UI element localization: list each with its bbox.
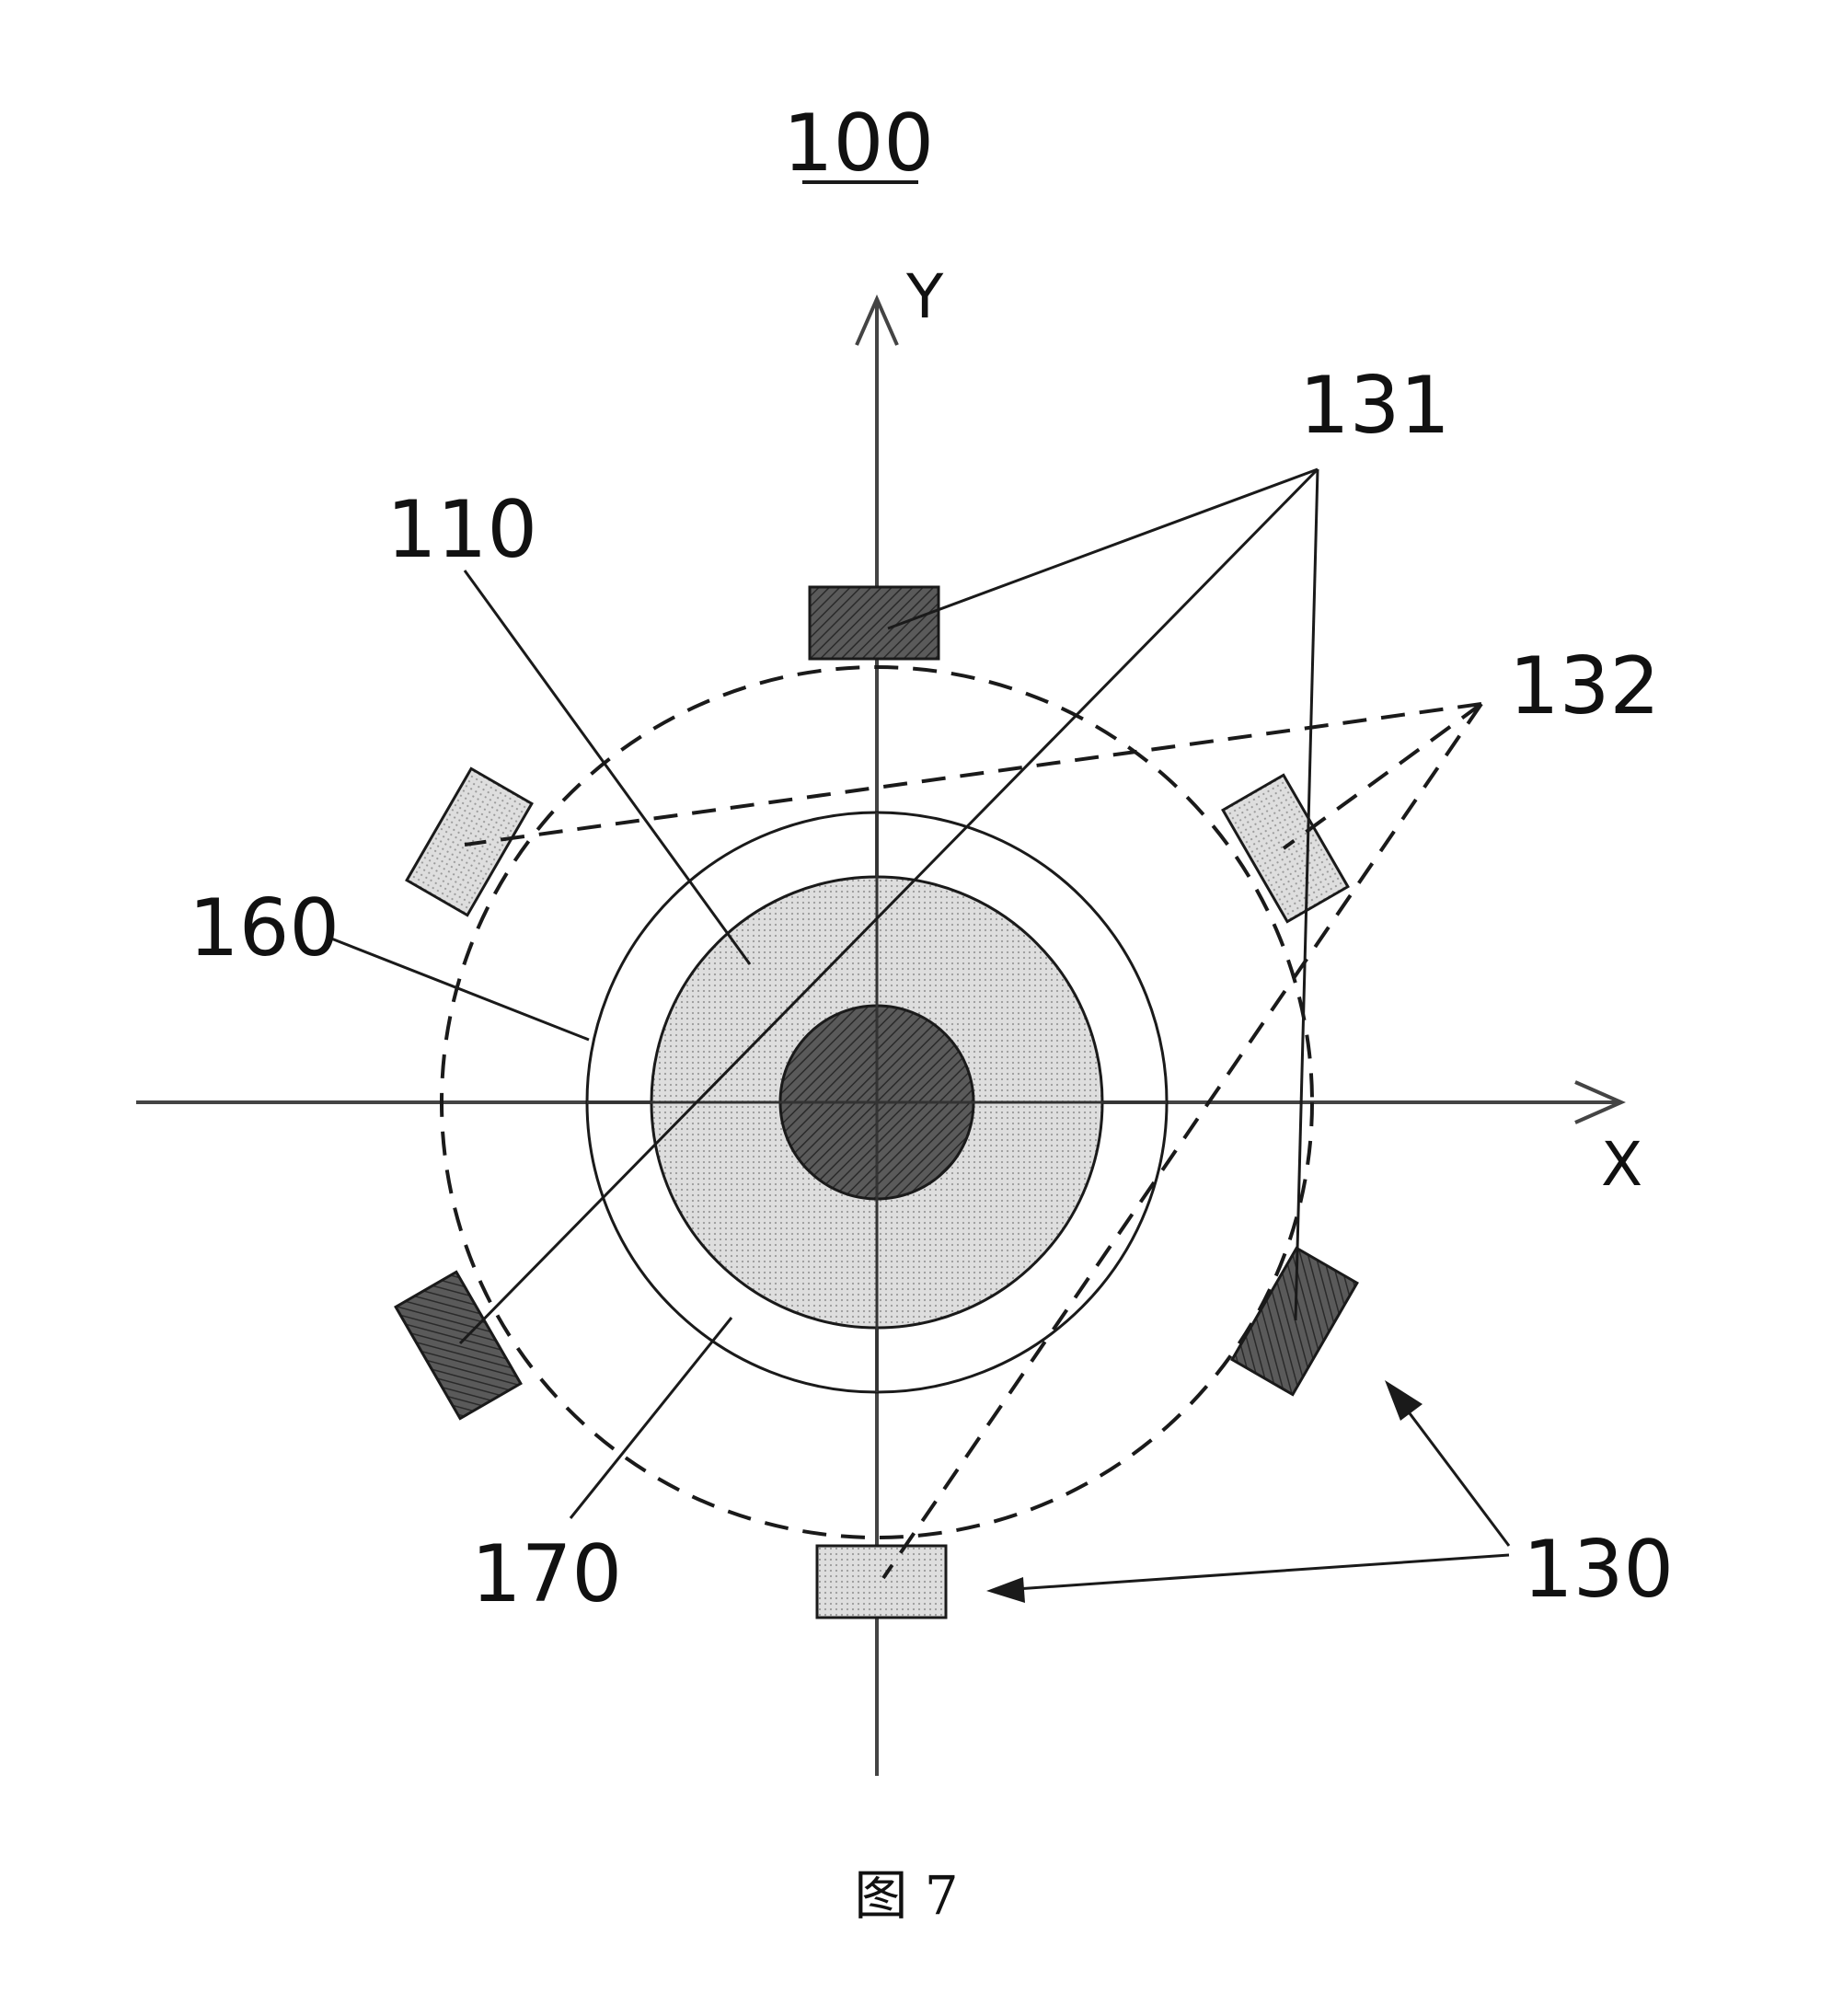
label-110: 110: [386, 484, 537, 576]
leader-131-top: [887, 467, 1319, 630]
leader-130-lower-arrowhead: [986, 1577, 1025, 1603]
label-130: 130: [1523, 1524, 1674, 1616]
y-axis-label: Y: [905, 261, 944, 332]
label-170: 170: [471, 1528, 622, 1620]
figure-number-label: 100: [783, 98, 934, 190]
sensor-131-right: [1230, 1246, 1359, 1397]
outer-dashed-circle: [440, 665, 1314, 1539]
leader-130-upper: [1397, 1398, 1511, 1547]
leader-132-bottom: [881, 702, 1483, 1580]
leader-160: [326, 935, 590, 1042]
sensor-132-bottom: [815, 1544, 948, 1619]
x-axis-label: X: [1601, 1129, 1642, 1200]
leader-131-right: [1294, 468, 1319, 1321]
y-axis-arrow: [855, 294, 899, 346]
leader-130-upper-arrowhead: [1385, 1380, 1423, 1421]
leader-132-left: [464, 702, 1482, 847]
leader-170: [569, 1317, 733, 1519]
leader-130-lower: [1002, 1553, 1510, 1592]
sensor-131-left: [394, 1270, 523, 1421]
leader-131-left: [458, 467, 1319, 1345]
figure-caption: 图 7: [854, 1864, 958, 1927]
sensor-132-left: [405, 766, 534, 917]
sensor-131-top: [808, 585, 940, 661]
x-axis-arrow: [1574, 1080, 1626, 1124]
leader-110: [463, 570, 752, 965]
label-160: 160: [189, 882, 340, 974]
label-132: 132: [1509, 640, 1660, 732]
label-131: 131: [1299, 360, 1450, 452]
leader-132-right: [1282, 702, 1483, 850]
